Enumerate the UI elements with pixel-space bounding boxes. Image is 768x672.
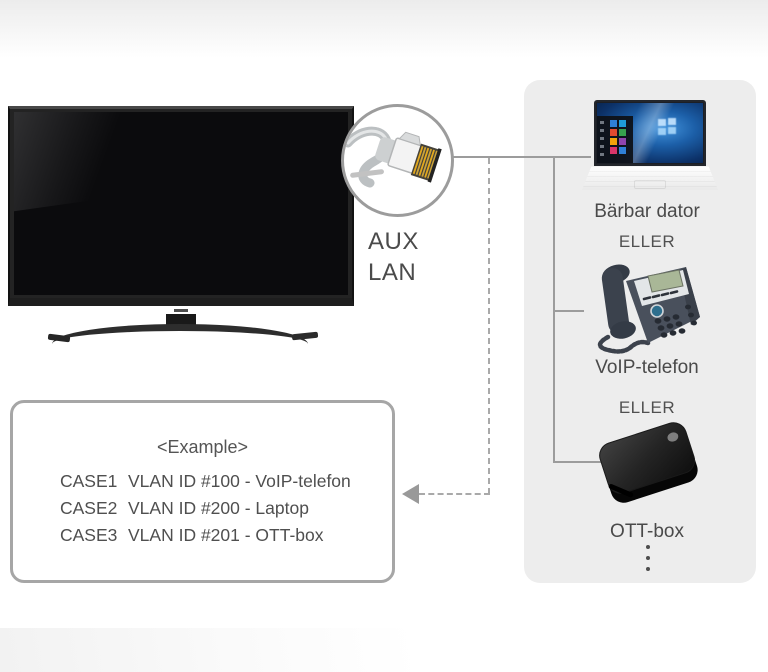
tv-image [8, 106, 354, 343]
example-title: <Example> [156, 437, 249, 457]
example-box: <Example> CASE1 VLAN ID #100 - VoIP-tele… [10, 400, 395, 583]
laptop-wallpaper [597, 103, 703, 163]
case-number: CASE1 [60, 471, 118, 491]
ott-box-graphic [599, 422, 698, 503]
ethernet-plug-graphic [344, 126, 442, 188]
lan-label-line2: LAN [368, 259, 417, 286]
connector-line-trunk [553, 156, 555, 463]
or-label-1: ELLER [618, 232, 676, 251]
example-rows: CASE1 VLAN ID #100 - VoIP-telefon CASE2 … [13, 468, 392, 549]
connector-line-phone [553, 310, 584, 312]
aux-label-line1: AUX [368, 228, 419, 255]
start-menu [597, 116, 633, 163]
example-row-case2: CASE2 VLAN ID #200 - Laptop [60, 495, 392, 522]
case-description: VLAN ID #100 - VoIP-telefon [128, 471, 351, 491]
ott-box-image [592, 422, 712, 514]
tv-stand [52, 324, 308, 344]
example-row-case3: CASE3 VLAN ID #201 - OTT-box [60, 522, 392, 549]
connector-line-ottbox [553, 461, 602, 463]
laptop-label: Bärbar dator [594, 201, 700, 222]
start-menu-tiles [610, 120, 617, 127]
voip-phone-label: VoIP-telefon [595, 357, 699, 378]
arrow-left-icon [402, 484, 419, 504]
tv-frame [8, 106, 354, 306]
ott-box-label: OTT-box [610, 521, 684, 542]
bottom-gradient [0, 628, 520, 672]
dashed-line-vertical [488, 158, 490, 494]
case-description: VLAN ID #200 - Laptop [128, 498, 309, 518]
laptop-image [582, 100, 718, 192]
laptop-keyboard [582, 166, 718, 190]
example-row-case1: CASE1 VLAN ID #100 - VoIP-telefon [60, 468, 392, 495]
voip-phone-graphic [597, 264, 700, 354]
laptop-screen [594, 100, 706, 166]
voip-phone-image [580, 259, 706, 354]
case-number: CASE2 [60, 498, 118, 518]
vertical-ellipsis-icon [646, 545, 650, 571]
windows-logo-icon [658, 118, 667, 126]
tv-screen [14, 112, 348, 295]
case-number: CASE3 [60, 525, 118, 545]
case-description: VLAN ID #201 - OTT-box [128, 525, 324, 545]
dashed-line-horizontal [419, 493, 490, 495]
tv-stand-foot-left [47, 333, 71, 343]
top-gradient [0, 0, 768, 58]
ethernet-cable-icon [341, 104, 454, 217]
aux-lan-label: AUX LAN [368, 226, 419, 288]
or-label-2: ELLER [618, 398, 676, 417]
tv-logo [174, 309, 188, 312]
start-menu-icons [600, 121, 604, 161]
connector-line-main [450, 156, 591, 158]
